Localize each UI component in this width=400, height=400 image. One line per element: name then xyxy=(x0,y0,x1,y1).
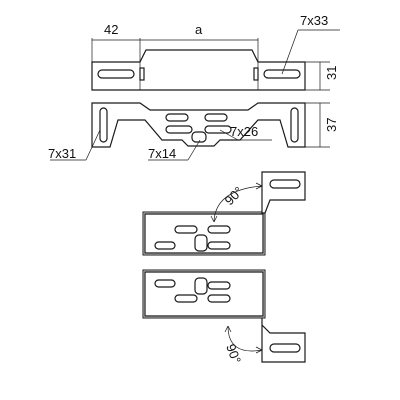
dim-slot-left: 7x31 xyxy=(48,146,76,161)
dim-width-a: a xyxy=(195,22,203,37)
angle-lower: 90° xyxy=(223,342,244,366)
dim-slot-top-right: 7x33 xyxy=(300,13,328,28)
dim-left-width: 42 xyxy=(104,22,118,37)
slot-left xyxy=(99,107,108,143)
angle-upper: 90° xyxy=(222,184,247,209)
front-plate xyxy=(91,102,306,148)
top-plate xyxy=(91,49,306,91)
dim-slot-center-right: 7x26 xyxy=(230,124,258,139)
tab-left xyxy=(139,67,145,81)
dim-slot-center-bottom: 7x14 xyxy=(148,146,176,161)
dimension-lines xyxy=(50,29,340,161)
dim-height-top: 31 xyxy=(324,66,339,80)
slot-right xyxy=(290,107,299,143)
dim-height-bottom: 37 xyxy=(324,118,339,132)
lower-assembly xyxy=(142,171,306,363)
tab-right xyxy=(253,67,259,81)
slot-top-left xyxy=(97,69,135,79)
